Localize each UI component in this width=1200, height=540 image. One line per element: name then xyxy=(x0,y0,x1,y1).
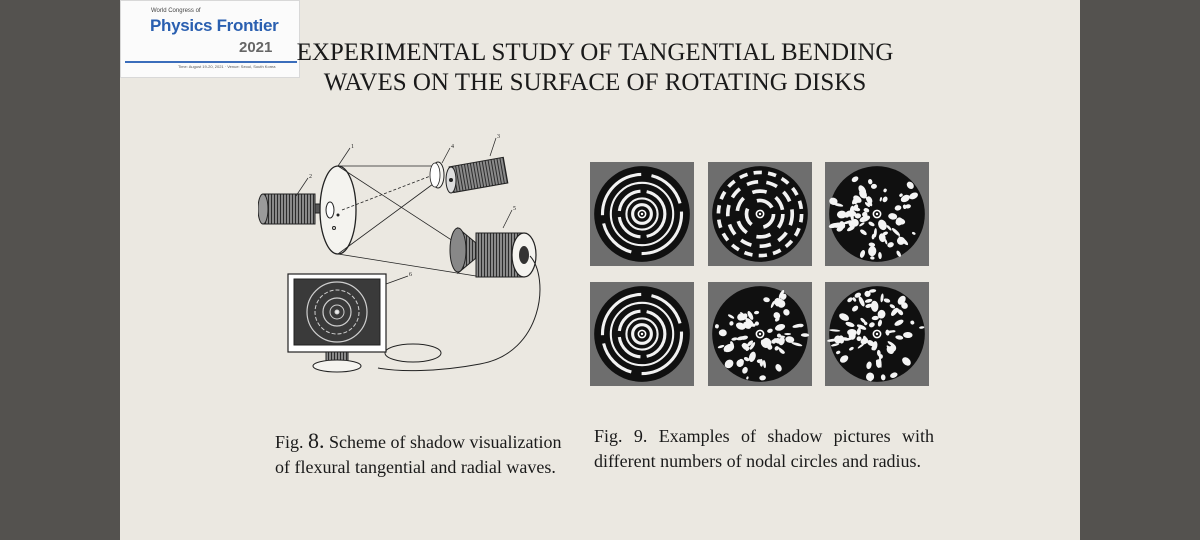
collimator-cylinder xyxy=(445,156,509,194)
callout-1: 1 xyxy=(351,144,354,150)
shadow-picture-1 xyxy=(590,162,694,266)
conference-logo: World Congress of Physics Frontier 2021 … xyxy=(120,0,300,78)
logo-year: 2021 xyxy=(239,39,273,56)
shadow-picture-5 xyxy=(708,282,812,386)
figure-8-caption-prefix: Fig. xyxy=(275,432,304,452)
shadow-picture-6 xyxy=(825,282,929,386)
shadow-picture-4 xyxy=(590,282,694,386)
logo-name: Physics Frontier xyxy=(150,16,279,35)
callout-2: 2 xyxy=(309,174,312,180)
callout-6: 6 xyxy=(409,272,412,278)
figure-9-shadow-pictures xyxy=(590,162,930,392)
figure-8-scheme: 1 2 3 4 5 6 xyxy=(258,134,541,373)
figure-9-caption: Fig. 9. Examples of shadow pictures with… xyxy=(594,426,934,471)
logo-top-line: World Congress of xyxy=(151,8,201,14)
shadow-picture-3 xyxy=(825,162,929,266)
callout-4: 4 xyxy=(451,144,454,150)
figure-8-caption-text: Scheme of shadow visualization of flexur… xyxy=(275,432,562,477)
callout-lines xyxy=(295,137,513,285)
figure-8-caption-number: 8. xyxy=(308,428,325,453)
callout-5: 5 xyxy=(513,206,516,212)
monitor xyxy=(287,273,387,373)
rotating-disk xyxy=(319,165,357,255)
logo-strip xyxy=(125,61,297,63)
light-source-cylinder xyxy=(258,193,334,225)
slide: World Congress of Physics Frontier 2021 … xyxy=(120,0,1080,540)
shadow-picture-2 xyxy=(708,162,812,266)
camera xyxy=(449,226,537,278)
title-line-1: EXPERIMENTAL STUDY OF TANGENTIAL BENDING xyxy=(296,39,894,66)
title-line-2: WAVES ON THE SURFACE OF ROTATING DISKS xyxy=(323,69,867,96)
lens xyxy=(429,161,445,189)
logo-subline: Time: August 19-20, 2021 · Venue: Seoul,… xyxy=(178,64,276,69)
callout-3: 3 xyxy=(497,134,500,140)
slide-title: EXPERIMENTAL STUDY OF TANGENTIAL BENDING… xyxy=(290,38,900,98)
figure-8-caption: Fig. 8. Scheme of shadow visualization o… xyxy=(275,428,575,480)
cable xyxy=(377,255,541,372)
cable-loop xyxy=(384,343,442,363)
